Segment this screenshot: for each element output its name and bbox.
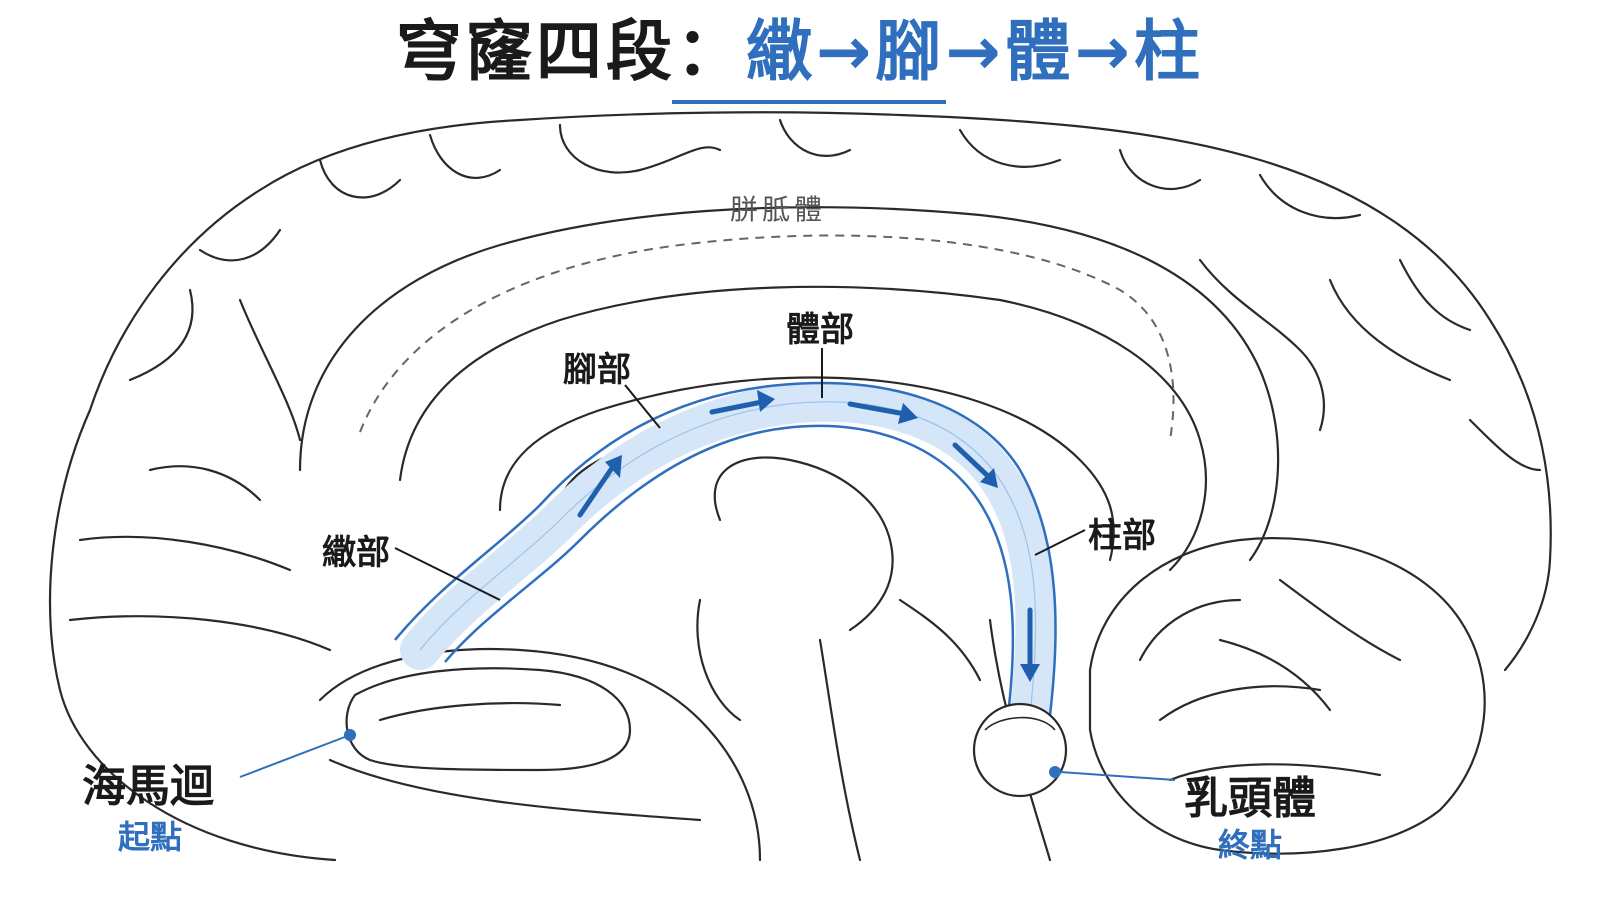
title-seg-body: 體 — [1004, 13, 1075, 90]
title-seg-column: 柱 — [1133, 13, 1204, 90]
title-seg-fimbria: 繖 — [746, 13, 817, 90]
flow-arrow — [847, 401, 908, 417]
label-column: 柱部 — [1088, 516, 1156, 556]
sulcus-line — [198, 228, 282, 262]
temporal-lobe — [318, 647, 762, 862]
sulcus-line — [1258, 173, 1362, 220]
brainstem-outline — [818, 638, 862, 862]
fornix-fibers — [419, 401, 1037, 716]
sulcus-line — [78, 535, 292, 572]
mammillary-body — [972, 702, 1068, 798]
cerebellum-folia — [1158, 685, 1322, 722]
cerebellum-folia — [1138, 598, 1242, 662]
sulcus-line — [428, 133, 502, 180]
title-underline — [672, 100, 946, 104]
flow-arrow — [577, 465, 615, 518]
fornix-edge-inner — [444, 424, 1015, 716]
midbrain-outline — [696, 598, 742, 722]
hippocampus-dot — [344, 729, 356, 741]
sulcus-line — [1198, 258, 1325, 432]
temporal-lobe-inner — [328, 758, 702, 822]
corpus-callosum-line — [498, 376, 1115, 562]
sulcus-line — [238, 298, 302, 442]
cerebellum-folia — [1218, 638, 1332, 712]
sulcus-line — [148, 465, 262, 502]
sulcus-line — [958, 128, 1062, 168]
title-arrow: → — [1074, 13, 1134, 90]
title-prefix: 穹窿四段： — [396, 13, 747, 90]
mammillary-detail — [984, 716, 1056, 731]
cingulate-gyrus-inner — [398, 285, 1207, 572]
flow-arrowhead — [1020, 664, 1040, 682]
sulcus-line — [1118, 148, 1202, 190]
label-hippocampus: 海馬迴 — [82, 761, 214, 812]
label-hippocampus-sub: 起點 — [118, 818, 183, 856]
thalamus-outline — [713, 456, 894, 632]
flow-arrowhead — [605, 455, 622, 478]
hippocampus-inner — [378, 702, 562, 722]
flow-arrowhead — [898, 403, 918, 424]
sulcus-line — [1468, 418, 1542, 472]
cerebellum-outline — [1088, 537, 1486, 855]
leader-crus — [624, 384, 661, 429]
flow-arrow — [709, 399, 765, 415]
hippocampus-shape — [345, 667, 632, 772]
title-seg-crus: 腳 — [875, 13, 946, 90]
sulcus-line — [558, 123, 722, 174]
leader-column — [1034, 529, 1086, 556]
sulcus-line — [1328, 278, 1452, 382]
title-arrow: → — [816, 13, 876, 90]
ventricle-outline — [898, 598, 982, 682]
cerebellum-folia — [1168, 763, 1382, 782]
sulcus-line — [778, 118, 852, 157]
leader-hippocampus — [239, 734, 351, 778]
sulcus-line — [128, 288, 194, 382]
sulcus-line — [318, 158, 402, 199]
label-corpus-callosum: 胼胝體 — [730, 193, 827, 226]
sulcus-line — [1398, 258, 1472, 332]
sulcus-line — [68, 615, 332, 652]
flow-arrow — [952, 442, 993, 481]
leader-fimbria — [394, 547, 501, 601]
mammillary-dot — [1049, 766, 1061, 778]
cerebellum-folia — [1278, 578, 1402, 662]
flow-arrowhead — [980, 468, 998, 488]
label-body: 體部 — [786, 310, 854, 350]
title-arrow: → — [945, 13, 1005, 90]
flow-arrowhead — [757, 390, 775, 412]
page-title: 穹窿四段：繖→腳→體→柱 — [0, 14, 1600, 90]
brain-outline — [48, 111, 1552, 862]
fornix-edge-outer — [394, 381, 1057, 716]
fornix-bundle — [394, 381, 1057, 735]
cingulate-gyrus-outer — [298, 206, 1280, 562]
label-mammillary: 乳頭體 — [1184, 773, 1316, 824]
label-mammillary-sub: 終點 — [1218, 826, 1283, 864]
leader-mammillary — [1059, 771, 1176, 781]
label-fimbria: 繖部 — [322, 533, 390, 573]
label-crus: 腳部 — [563, 350, 631, 390]
